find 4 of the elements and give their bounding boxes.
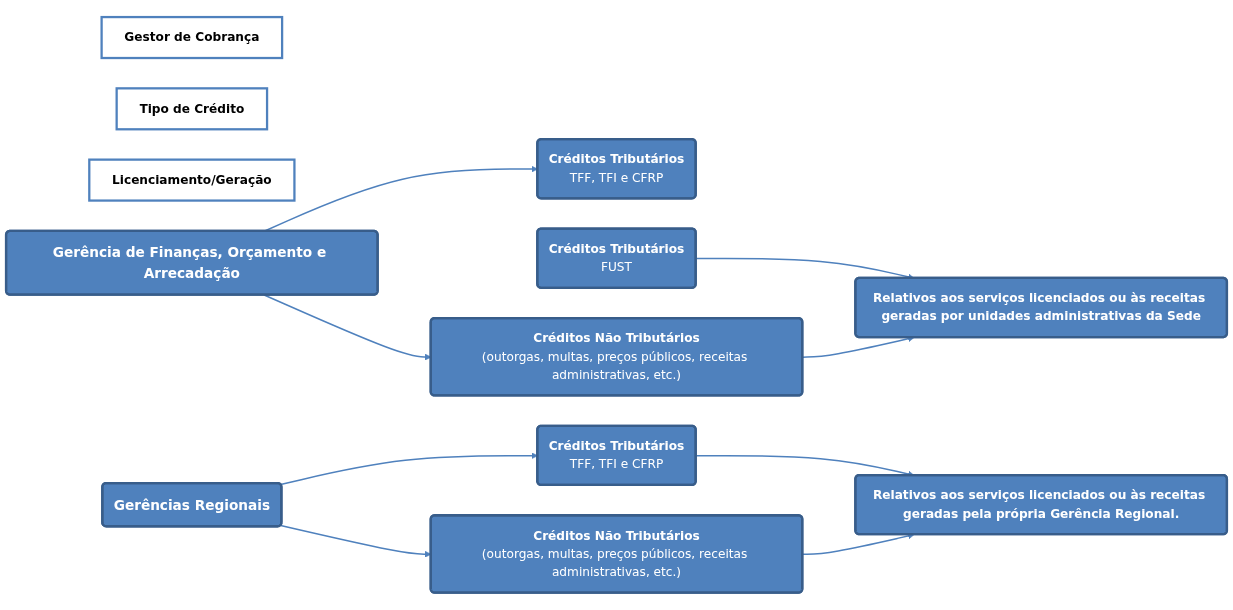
arrow bbox=[279, 452, 538, 486]
node-box: Gestor de Cobrança bbox=[100, 16, 284, 60]
node-box: Licenciamento/Geração bbox=[88, 158, 296, 202]
node-box: Tipo de Crédito bbox=[115, 87, 269, 131]
